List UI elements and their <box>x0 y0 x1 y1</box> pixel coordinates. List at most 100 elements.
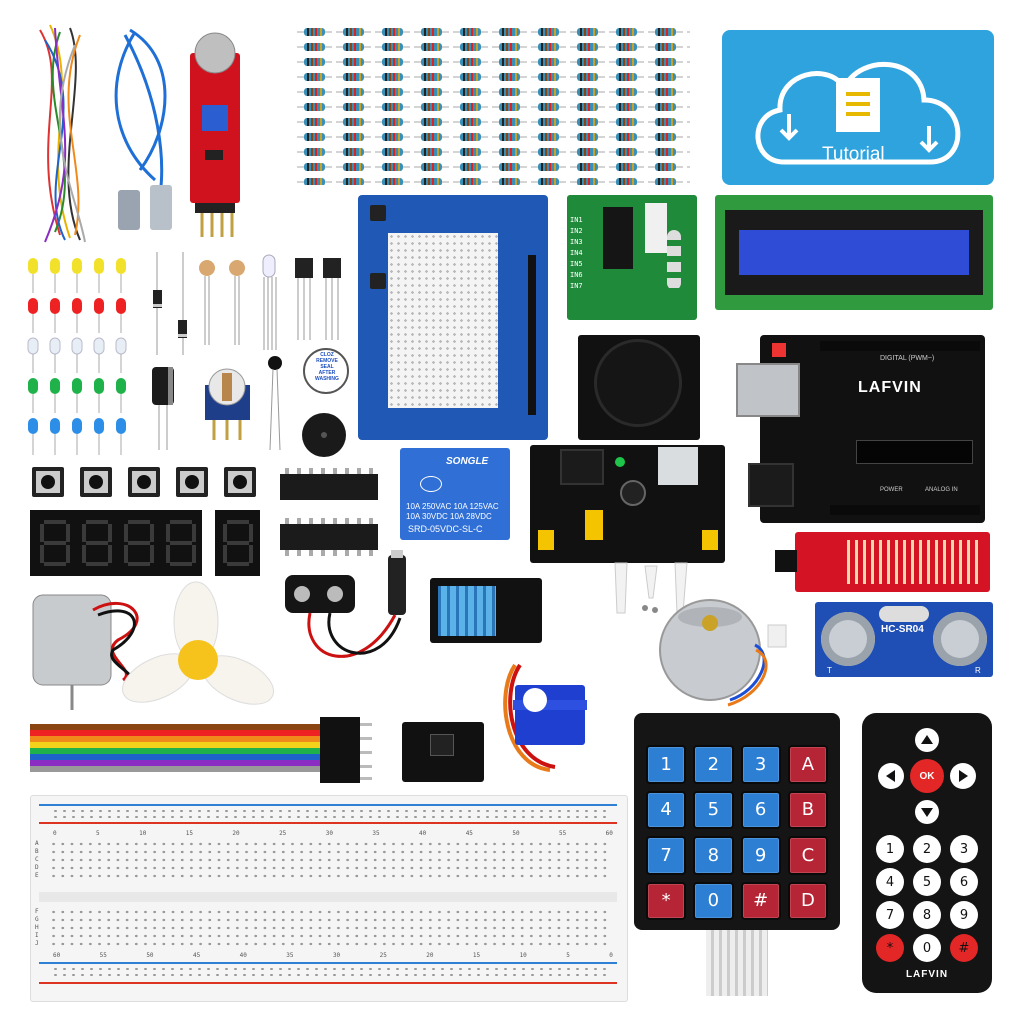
single-digit-seven-segment <box>215 510 260 576</box>
column-number: 30 <box>332 952 341 959</box>
remote-key-hash[interactable]: # <box>950 934 978 962</box>
crystal <box>879 606 929 622</box>
tutorial-card[interactable]: Tutorial <box>722 30 994 185</box>
keypad-key-6[interactable]: 6 <box>740 790 781 829</box>
remote-up-button[interactable] <box>912 727 942 753</box>
pin-label: IN7 <box>570 282 583 290</box>
analog-label: ANALOG IN <box>925 487 958 493</box>
sticker-line: WASHING <box>315 376 339 382</box>
keypad-key-9[interactable]: 9 <box>740 836 781 875</box>
column-number: 25 <box>379 952 387 959</box>
row-letter: E <box>35 872 39 879</box>
keypad-key-b[interactable]: B <box>787 790 828 829</box>
keypad-key-hash[interactable]: # <box>740 881 781 920</box>
keypad-key-4[interactable]: 4 <box>646 790 687 829</box>
remote-key-2[interactable]: 2 <box>913 835 941 863</box>
column-numbers-top: 0 5 10 15 20 25 30 35 40 45 50 55 60 <box>53 830 613 837</box>
column-number: 50 <box>146 952 154 959</box>
column-number: 10 <box>139 830 147 837</box>
lcd-screen <box>739 230 969 275</box>
usb-a-port <box>658 447 698 485</box>
keypad-key-3[interactable]: 3 <box>740 745 781 784</box>
keypad-key-2[interactable]: 2 <box>693 745 734 784</box>
keypad-key-a[interactable]: A <box>787 745 828 784</box>
keypad-key-0[interactable]: 0 <box>693 881 734 920</box>
dht-sensor-grille <box>438 586 496 636</box>
remote-key-star[interactable]: * <box>876 934 904 962</box>
tactile-buttons <box>32 467 256 497</box>
remote-key-8[interactable]: 8 <box>913 901 941 929</box>
power-analog-header <box>830 505 980 515</box>
row-letter: D <box>35 864 39 871</box>
remote-key-3[interactable]: 3 <box>950 835 978 863</box>
power-label: POWER <box>880 487 903 493</box>
keypad-ribbon <box>706 930 768 996</box>
remote-right-button[interactable] <box>948 761 978 791</box>
remote-key-1[interactable]: 1 <box>876 835 904 863</box>
remote-left-button[interactable] <box>876 761 906 791</box>
jumper-right <box>702 530 718 550</box>
dc-input <box>560 449 604 485</box>
column-number: 45 <box>465 830 473 837</box>
keypad-key-c[interactable]: C <box>787 836 828 875</box>
lcd-bezel <box>725 210 983 295</box>
remote-number-pad: 1 2 3 4 5 6 7 8 9 * 0 # <box>874 835 980 962</box>
keypad-key-d[interactable]: D <box>787 881 828 920</box>
pin-r: R <box>975 666 981 675</box>
column-number: 45 <box>192 952 201 959</box>
relay-rating-1: 10A 250VAC 10A 125VAC <box>406 502 499 511</box>
row-letter: J <box>35 940 39 947</box>
remote-down-button[interactable] <box>912 799 942 825</box>
rail-line-blue <box>39 962 617 964</box>
relay: SONGLE 10A 250VAC 10A 125VAC 10A 30VDC 1… <box>400 448 510 540</box>
membrane-keypad: 1 2 3 A 4 5 6 B 7 8 9 C * 0 # D <box>634 713 840 930</box>
row-letter: B <box>35 848 39 855</box>
row-letter: C <box>35 856 39 863</box>
usb-port <box>736 363 800 417</box>
keypad-key-1[interactable]: 1 <box>646 745 687 784</box>
four-digit-seven-segment <box>30 510 202 576</box>
keypad-key-8[interactable]: 8 <box>693 836 734 875</box>
motor-and-fan <box>32 581 274 710</box>
segment-digits <box>40 520 196 566</box>
relay-brand: SONGLE <box>446 456 489 467</box>
remote-key-4[interactable]: 4 <box>876 868 904 896</box>
driver-pin-labels: IN1 IN2 IN3 IN4 IN5 IN6 IN7 <box>570 215 583 292</box>
driver-chip <box>603 207 633 269</box>
column-number: 35 <box>372 830 380 837</box>
remote-key-6[interactable]: 6 <box>950 868 978 896</box>
buzzer-seal-sticker: CLOZ REMOVE SEAL AFTER WASHING <box>312 352 342 382</box>
arrow-up-icon <box>915 728 939 752</box>
keypad-key-star[interactable]: * <box>646 881 687 920</box>
rail-line-blue <box>39 804 617 806</box>
center-channel <box>39 892 617 902</box>
column-number: 5 <box>566 952 570 959</box>
stepper-driver-board: IN1 IN2 IN3 IN4 IN5 IN6 IN7 <box>567 195 697 320</box>
remote-key-7[interactable]: 7 <box>876 901 904 929</box>
keypad-key-5[interactable]: 5 <box>693 790 734 829</box>
row-letter: G <box>35 916 39 923</box>
remote-key-5[interactable]: 5 <box>913 868 941 896</box>
jumper-center <box>585 510 603 540</box>
servo-motor <box>503 663 587 772</box>
column-number: 20 <box>232 830 240 837</box>
battery-snap-cable <box>285 550 406 658</box>
shift-register-chips <box>280 468 378 556</box>
arrow-right-icon <box>950 763 976 789</box>
column-number: 60 <box>605 830 613 837</box>
breadboard-power-supply <box>530 445 725 563</box>
pin-t: T <box>827 666 832 675</box>
keypad-key-7[interactable]: 7 <box>646 836 687 875</box>
terminal-strip-bottom <box>49 908 609 950</box>
remote-key-0[interactable]: 0 <box>913 934 941 962</box>
relay-model: SRD-05VDC-SL-C <box>408 524 483 534</box>
remote-key-9[interactable]: 9 <box>950 901 978 929</box>
cloud-download-icon <box>755 61 961 165</box>
reset-button <box>370 205 386 221</box>
pin-label: IN6 <box>570 271 583 279</box>
remote-ok-button[interactable]: OK <box>910 759 944 793</box>
pin-label: IN2 <box>570 227 583 235</box>
arduino-brand: LAFVIN <box>858 379 922 396</box>
row-letters-top: A B C D E <box>35 840 39 880</box>
push-button <box>370 273 386 289</box>
